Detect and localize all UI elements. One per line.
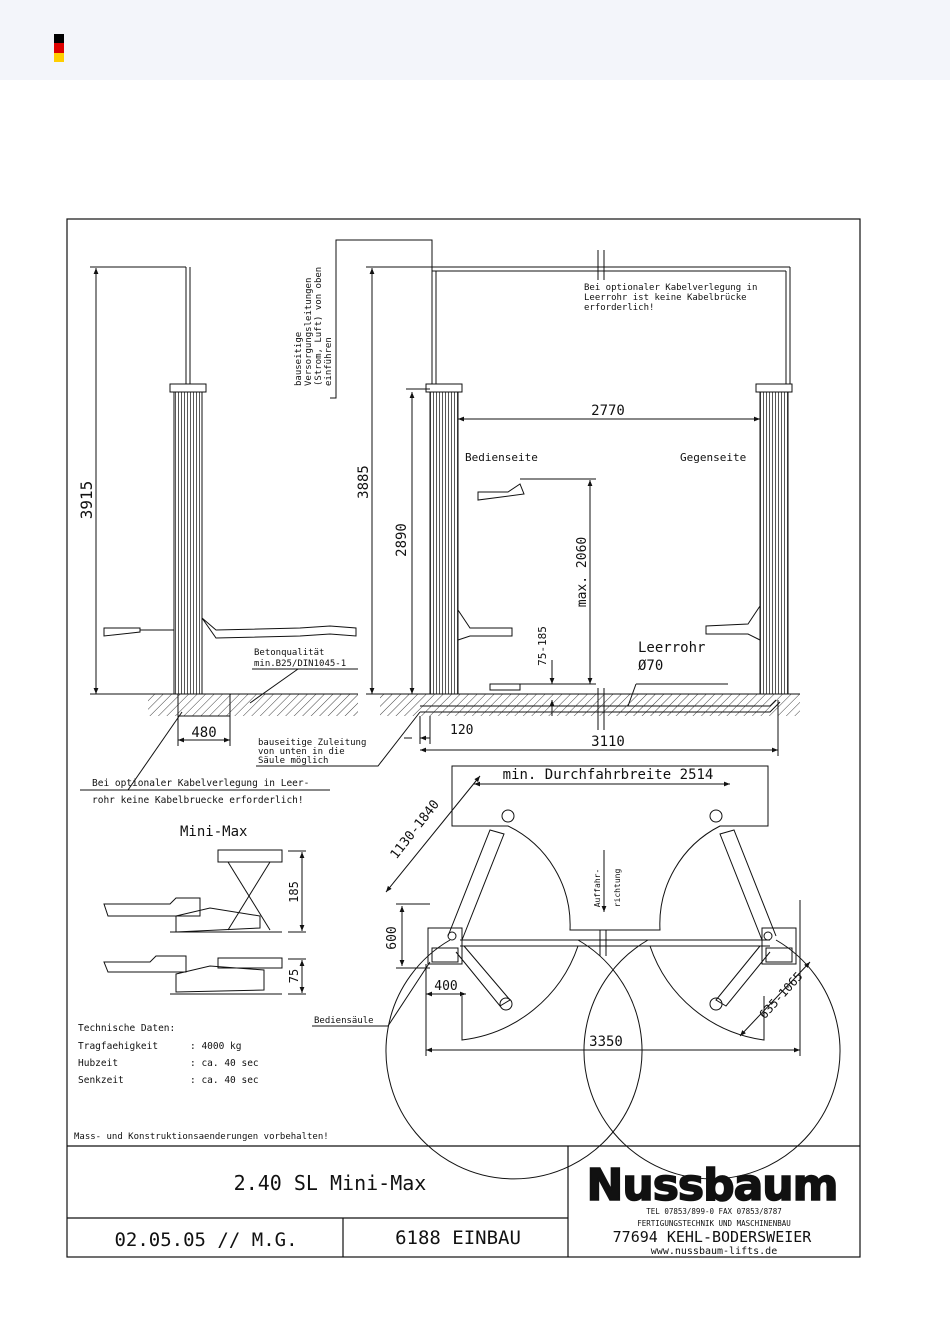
dim-offset: 120 [450, 723, 473, 738]
supply-note-line-2: Versorgungsleitungen [304, 278, 314, 386]
column-plan-left [427, 927, 463, 965]
dim-total-width: 3350 [589, 1034, 623, 1050]
feed-note-line-3: Säule möglich [258, 756, 328, 766]
dim-mini-max-high: 185 [287, 881, 301, 903]
tech-row-value: : ca. 40 sec [190, 1058, 259, 1069]
supply-note-line-3: (Strom, Luft) von oben [314, 267, 324, 386]
cable-note-top-line-2: Leerrohr ist keine Kabelbrücke [584, 293, 747, 303]
technical-data: Technische Daten: Tragfaehigkeit : 4000 … [78, 1023, 259, 1086]
column-left-elevation [173, 391, 203, 695]
tech-row-label: Hubzeit [78, 1058, 118, 1069]
company-logo: Nussbaum [587, 1160, 838, 1211]
column-operator-side [429, 391, 459, 695]
tech-row-label: Tragfaehigkeit [78, 1041, 158, 1052]
cable-note-left-line-1: Bei optionaler Kabelverlegung in Leer- [92, 778, 309, 789]
product-name: 2.40 SL Mini-Max [234, 1171, 427, 1195]
dim-mini-max-low: 75 [287, 969, 301, 983]
plan-view [312, 765, 841, 1180]
company-address: 77694 KEHL-BODERSWEIER [613, 1228, 813, 1246]
feed-note-line-1: bauseitige Zuleitung [258, 738, 366, 748]
dim-drive-through-width: min. Durchfahrbreite 2514 [503, 767, 714, 783]
concrete-note-line-1: Betonqualität [254, 648, 324, 658]
left-elevation-labels: 3915 bauseitige Versorgungsleitungen (St… [77, 267, 346, 806]
conduit-label-line-1: Leerrohr [638, 640, 705, 656]
flag-stripe-black [54, 34, 64, 44]
dim-overall-height: 3885 [356, 465, 372, 499]
dim-between-columns: 2770 [591, 403, 625, 419]
dim-min-pad-height: 75-185 [536, 626, 549, 666]
title-block-text: 2.40 SL Mini-Max 02.05.05 // M.G. 6188 E… [114, 1159, 839, 1257]
label-operator-side: Bedienseite [465, 451, 538, 464]
company-website: www.nussbaum-lifts.de [651, 1246, 777, 1257]
tech-row-label: Senkzeit [78, 1075, 124, 1086]
drive-direction-line-1: Auffahr- [593, 869, 602, 908]
dim-depth: 600 [385, 926, 400, 949]
drawing-number: 6188 EINBAU [395, 1227, 521, 1249]
dim-arm-long: 1130-1840 [388, 797, 443, 862]
feed-note-line-2: von unten in die [258, 747, 345, 757]
label-opposite-side: Gegenseite [680, 451, 746, 464]
dim-column-height: 2890 [394, 523, 410, 557]
drive-direction-line-2: richtung [613, 869, 622, 908]
column-opposite-side [759, 391, 789, 695]
mini-max-title: Mini-Max [180, 824, 247, 840]
dim-arm-short: 635-1065 [756, 969, 805, 1021]
ground-hatch-left [148, 694, 358, 716]
plan-view-labels: min. Durchfahrbreite 2514 1130-1840 635-… [314, 767, 806, 1050]
concrete-note-line-2: min.B25/DIN1045-1 [254, 659, 346, 669]
mini-max-detail [103, 849, 306, 995]
flag-stripe-red [54, 43, 64, 53]
supply-note-line-4: einführen [324, 337, 334, 386]
conduit-label-line-2: Ø70 [638, 658, 663, 674]
page-header [0, 0, 950, 80]
left-side-elevation [80, 239, 433, 791]
date-author: 02.05.05 // M.G. [114, 1229, 297, 1251]
german-flag-icon [54, 34, 64, 62]
title-block [67, 1145, 860, 1257]
company-department: FERTIGUNGSTECHNIK UND MASCHINENBAU [637, 1219, 791, 1228]
mini-max-labels: Mini-Max 185 75 [180, 824, 301, 983]
operator-column-label: Bediensäule [314, 1016, 374, 1026]
dim-total-height: 3915 [77, 481, 96, 520]
tech-row-value: : 4000 kg [190, 1041, 241, 1052]
dim-overall-width: 3110 [591, 734, 625, 750]
tech-row-value: : ca. 40 sec [190, 1075, 259, 1086]
company-contact: TEL 07853/899-0 FAX 07853/8787 [646, 1207, 781, 1216]
front-elevation-labels: 3885 2890 2770 Bedienseite Gegenseite ma… [258, 283, 757, 766]
supply-note-line-1: bauseitige [294, 332, 304, 386]
tech-data-heading: Technische Daten: [78, 1023, 175, 1034]
cable-note-top-line-1: Bei optionaler Kabelverlegung in [584, 283, 757, 293]
flag-stripe-gold [54, 52, 64, 62]
disclaimer: Mass- und Konstruktionsaenderungen vorbe… [74, 1132, 329, 1142]
cable-note-left-line-2: rohr keine Kabelbruecke erforderlich! [92, 795, 304, 806]
cable-note-top-line-3: erforderlich! [584, 303, 654, 313]
ground-hatch-right [380, 694, 800, 716]
drawing-frame [66, 218, 861, 1258]
dim-side: 400 [434, 979, 457, 994]
dim-base-width: 480 [191, 725, 216, 741]
front-elevation [256, 250, 800, 767]
dim-max-lift: max. 2060 [575, 537, 590, 607]
